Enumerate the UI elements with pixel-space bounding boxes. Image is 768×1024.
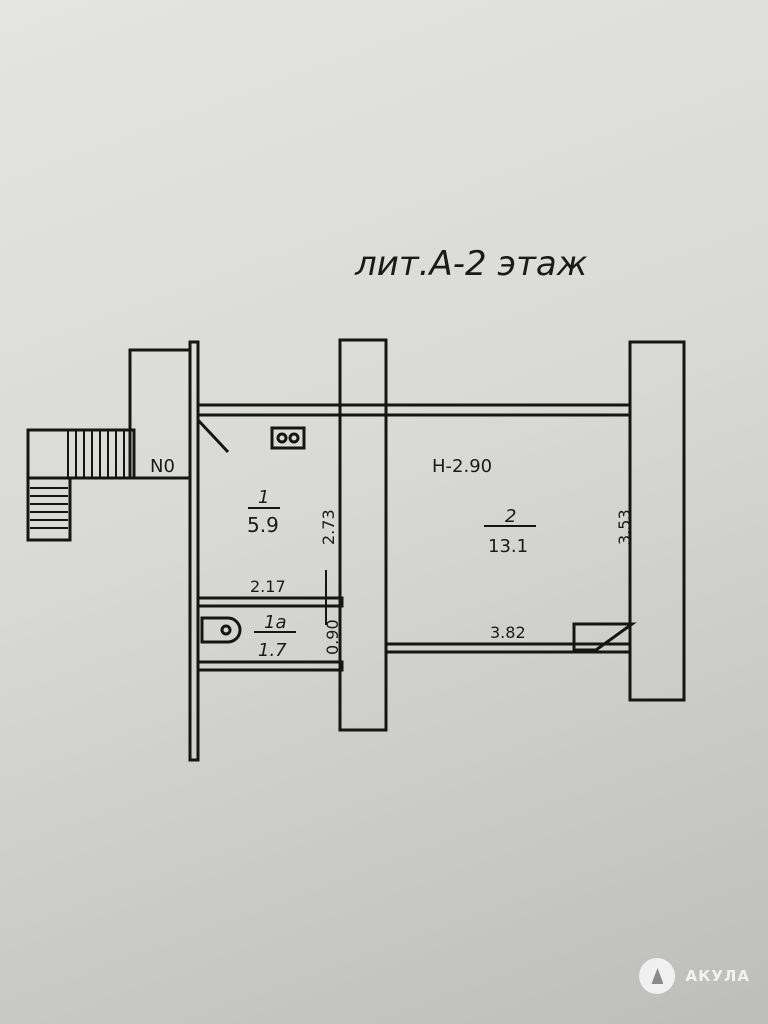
entrance-label: N0: [150, 456, 175, 477]
watermark: АКУЛА: [639, 958, 750, 994]
room-2-area: 13.1: [488, 536, 528, 557]
middle-column: [338, 338, 388, 732]
room-1-area: 5.9: [247, 513, 279, 537]
room-1a-area: 1.7: [258, 640, 287, 661]
left-wall: [188, 340, 200, 762]
top-wall: [196, 403, 632, 417]
dim-room1-height: 2.73: [319, 509, 338, 545]
partition-wall: [196, 596, 344, 608]
bottom-wall-2: [384, 642, 632, 654]
stair-steps: [67, 430, 125, 478]
sink-icon: [572, 622, 637, 652]
dim-room2-width: 3.82: [490, 623, 526, 642]
room-2-number: 2: [505, 506, 516, 527]
plan-title: лит.А-2 этаж: [354, 244, 588, 284]
room-1-number: 1: [258, 487, 269, 508]
bottom-wall-1a: [196, 660, 344, 672]
stairs-lower: [26, 476, 72, 542]
stairs-upper: [26, 428, 136, 480]
toilet-icon: [200, 616, 242, 644]
ceiling-height: Н-2.90: [432, 456, 492, 477]
right-column: [628, 340, 686, 702]
dim-room1a-height: 0.90: [323, 619, 342, 655]
watermark-text: АКУЛА: [685, 967, 750, 985]
stove-icon: [270, 426, 306, 450]
shark-logo-icon: [639, 958, 676, 994]
dim-room2-height: 3.53: [615, 509, 634, 545]
dim-room1-width: 2.17: [250, 577, 286, 596]
room-1a-number: 1а: [264, 612, 286, 633]
